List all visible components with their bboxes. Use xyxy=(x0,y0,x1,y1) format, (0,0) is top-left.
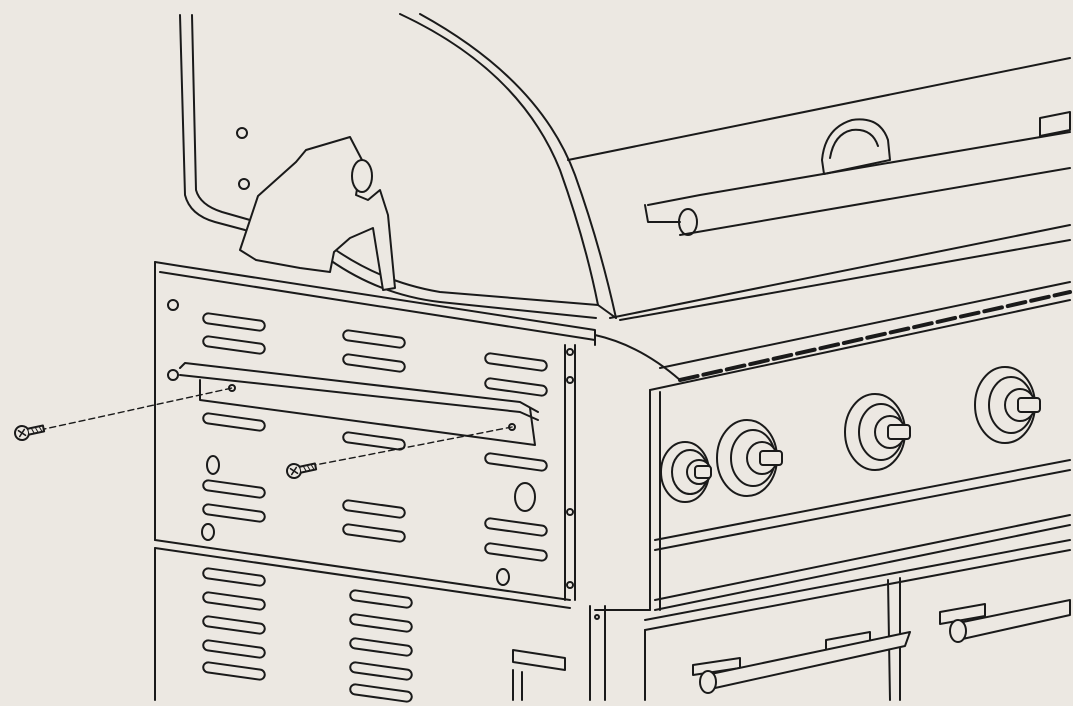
screw-left xyxy=(14,424,46,441)
screw-guides xyxy=(39,387,513,467)
rotisserie-bracket xyxy=(239,136,396,291)
hood-side-frame xyxy=(179,14,251,231)
control-knob xyxy=(974,366,1041,444)
side-shelf-panel xyxy=(154,261,596,609)
hood-side xyxy=(329,13,617,319)
screw-icon xyxy=(14,424,46,441)
control-knob xyxy=(844,393,911,471)
vent-slots-upper xyxy=(201,312,548,586)
hood-thermometer xyxy=(821,118,891,175)
hood-handle xyxy=(647,131,1071,206)
hood-top xyxy=(567,57,1071,319)
control-knobs xyxy=(660,366,1041,503)
screw-center xyxy=(286,462,318,479)
door-handle xyxy=(692,631,911,694)
control-panel xyxy=(594,239,1072,611)
control-knob xyxy=(716,419,783,497)
lower-cabinet xyxy=(154,547,606,703)
frame-hole xyxy=(236,127,248,139)
towel-bar xyxy=(179,362,539,446)
door-handle xyxy=(939,599,1071,643)
control-knob xyxy=(660,441,712,503)
cabinet-doors xyxy=(644,539,1071,701)
screw-icon xyxy=(286,462,318,479)
frame-hole xyxy=(238,178,250,190)
